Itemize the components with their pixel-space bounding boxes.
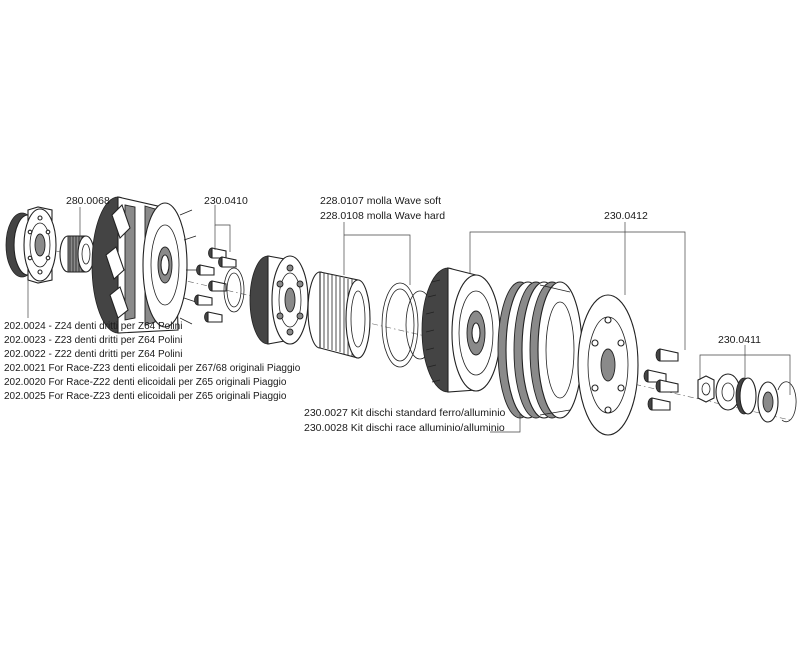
label-230-0027: 230.0027 Kit dischi standard ferro/allum… — [304, 407, 506, 419]
housing-screws — [194, 247, 237, 323]
nut-bearing-group — [697, 373, 797, 423]
pinion-code: 202.0020 For Race-Z22 denti elicoidali p… — [4, 377, 287, 388]
label-228-0108: 228.0108 molla Wave hard — [320, 210, 445, 222]
cover-plate — [577, 294, 639, 436]
leader-disc-kits — [490, 413, 521, 433]
leader-228-wave-hard — [344, 234, 411, 285]
pinion-code: 202.0022 - Z22 denti dritti per Z64 Poli… — [4, 349, 182, 360]
pinion-code: 202.0024 - Z24 denti dritti per Z64 Poli… — [4, 321, 182, 332]
friction-disc-stack — [497, 281, 583, 419]
label-228-0107: 228.0107 molla Wave soft — [320, 195, 441, 207]
label-280-0068: 280.0068 — [66, 195, 110, 207]
pinion-code: 202.0023 - Z23 denti dritti per Z64 Poli… — [4, 335, 182, 346]
label-230-0028: 230.0028 Kit dischi race alluminio/allum… — [304, 422, 505, 434]
label-230-0411: 230.0411 — [718, 334, 761, 346]
pinion-gear — [5, 206, 57, 284]
leader-230-0410 — [214, 205, 231, 252]
needle-bearing — [59, 235, 95, 273]
pressure-plate — [249, 255, 309, 345]
label-230-0410: 230.0410 — [204, 195, 248, 207]
label-230-0412: 230.0412 — [604, 210, 648, 222]
pinion-code: 202.0021 For Race-Z23 denti elicoidali p… — [4, 363, 301, 374]
clutch-housing — [91, 196, 198, 334]
pinion-code: 202.0025 For Race-Z23 denti elicoidali p… — [4, 391, 287, 402]
leader-230-0412 — [469, 231, 686, 350]
washer-ring — [223, 267, 245, 313]
pinion-code-list: 202.0024 - Z24 denti dritti per Z64 Poli… — [4, 321, 301, 402]
wave-spring-stack — [307, 271, 371, 359]
washer-ring-inner — [226, 272, 242, 308]
clutch-basket — [421, 267, 501, 393]
cover-screws — [643, 348, 679, 411]
